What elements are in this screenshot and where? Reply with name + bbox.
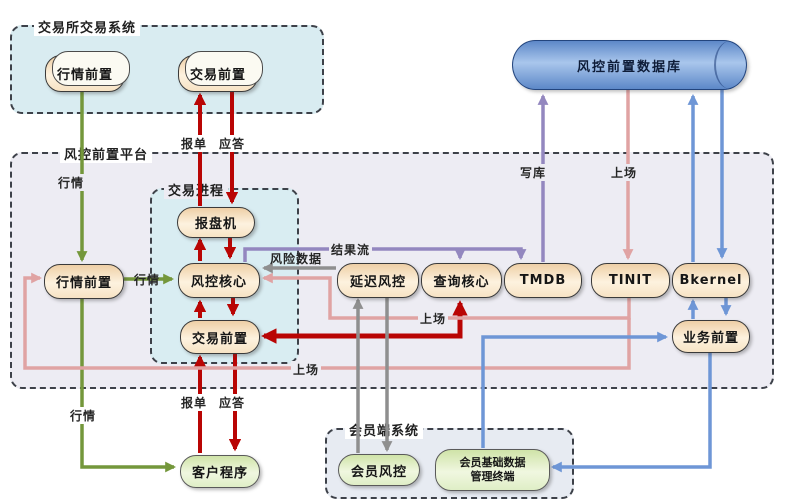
node-client-program: 客户程序	[180, 455, 260, 488]
group-member-label: 会员端系统	[345, 420, 424, 439]
edge-label-order-top: 报单	[179, 135, 210, 152]
edge-label-golive-mid: 上场	[418, 310, 449, 327]
node-exchange-quote-front: 行情前置	[45, 55, 125, 92]
group-exchange-label: 交易所交易系统	[34, 17, 141, 36]
edge-tradefront-querycore	[261, 300, 468, 344]
edge-label-quote-top: 行情	[56, 174, 87, 191]
edge-label-order-bottom: 报单	[179, 394, 210, 411]
edge-bizfront-to-terminal	[550, 352, 712, 473]
edge-label-golive-low: 上场	[291, 361, 322, 378]
node-quote-front: 行情前置	[44, 264, 124, 299]
edge-label-risk-data: 风险数据	[270, 252, 323, 266]
node-member-base-data-terminal: 会员基础数据 管理终端	[435, 449, 550, 491]
node-risk-front-database: 风控前置数据库	[512, 40, 747, 90]
edge-label-golive-right: 上场	[609, 164, 640, 181]
node-order-machine: 报盘机	[177, 207, 255, 238]
node-bkernel: Bkernel	[672, 263, 750, 298]
group-trade-process-label: 交易进程	[164, 180, 229, 199]
edge-tinit-to-quotefront	[23, 272, 631, 370]
node-member-risk: 会员风控	[338, 454, 420, 486]
edge-terminal-to-bizfront	[481, 331, 669, 448]
edge-quotefront-to-client	[80, 297, 177, 473]
node-risk-core: 风控核心	[178, 263, 260, 298]
edge-label-reply-top: 应答	[217, 135, 248, 152]
node-tmdb: TMDB	[504, 263, 582, 298]
node-trade-front: 交易前置	[180, 320, 260, 354]
edge-label-result-stream: 结果流	[329, 241, 373, 258]
edge-tinit-to-riskcore	[261, 272, 631, 320]
node-tinit: TINIT	[591, 263, 670, 298]
node-business-front: 业务前置	[672, 320, 750, 353]
node-query-core: 查询核心	[421, 263, 502, 298]
edge-label-write-db: 写库	[518, 164, 549, 181]
edge-label-quote-bottom: 行情	[68, 407, 99, 424]
edge-label-quote-mid: 行情	[134, 273, 161, 287]
edge-resultstream-to-tmdb	[243, 247, 527, 262]
node-exchange-trade-front: 交易前置	[178, 55, 258, 92]
edge-label-reply-bottom: 应答	[217, 394, 248, 411]
node-delay-risk: 延迟风控	[337, 263, 419, 298]
